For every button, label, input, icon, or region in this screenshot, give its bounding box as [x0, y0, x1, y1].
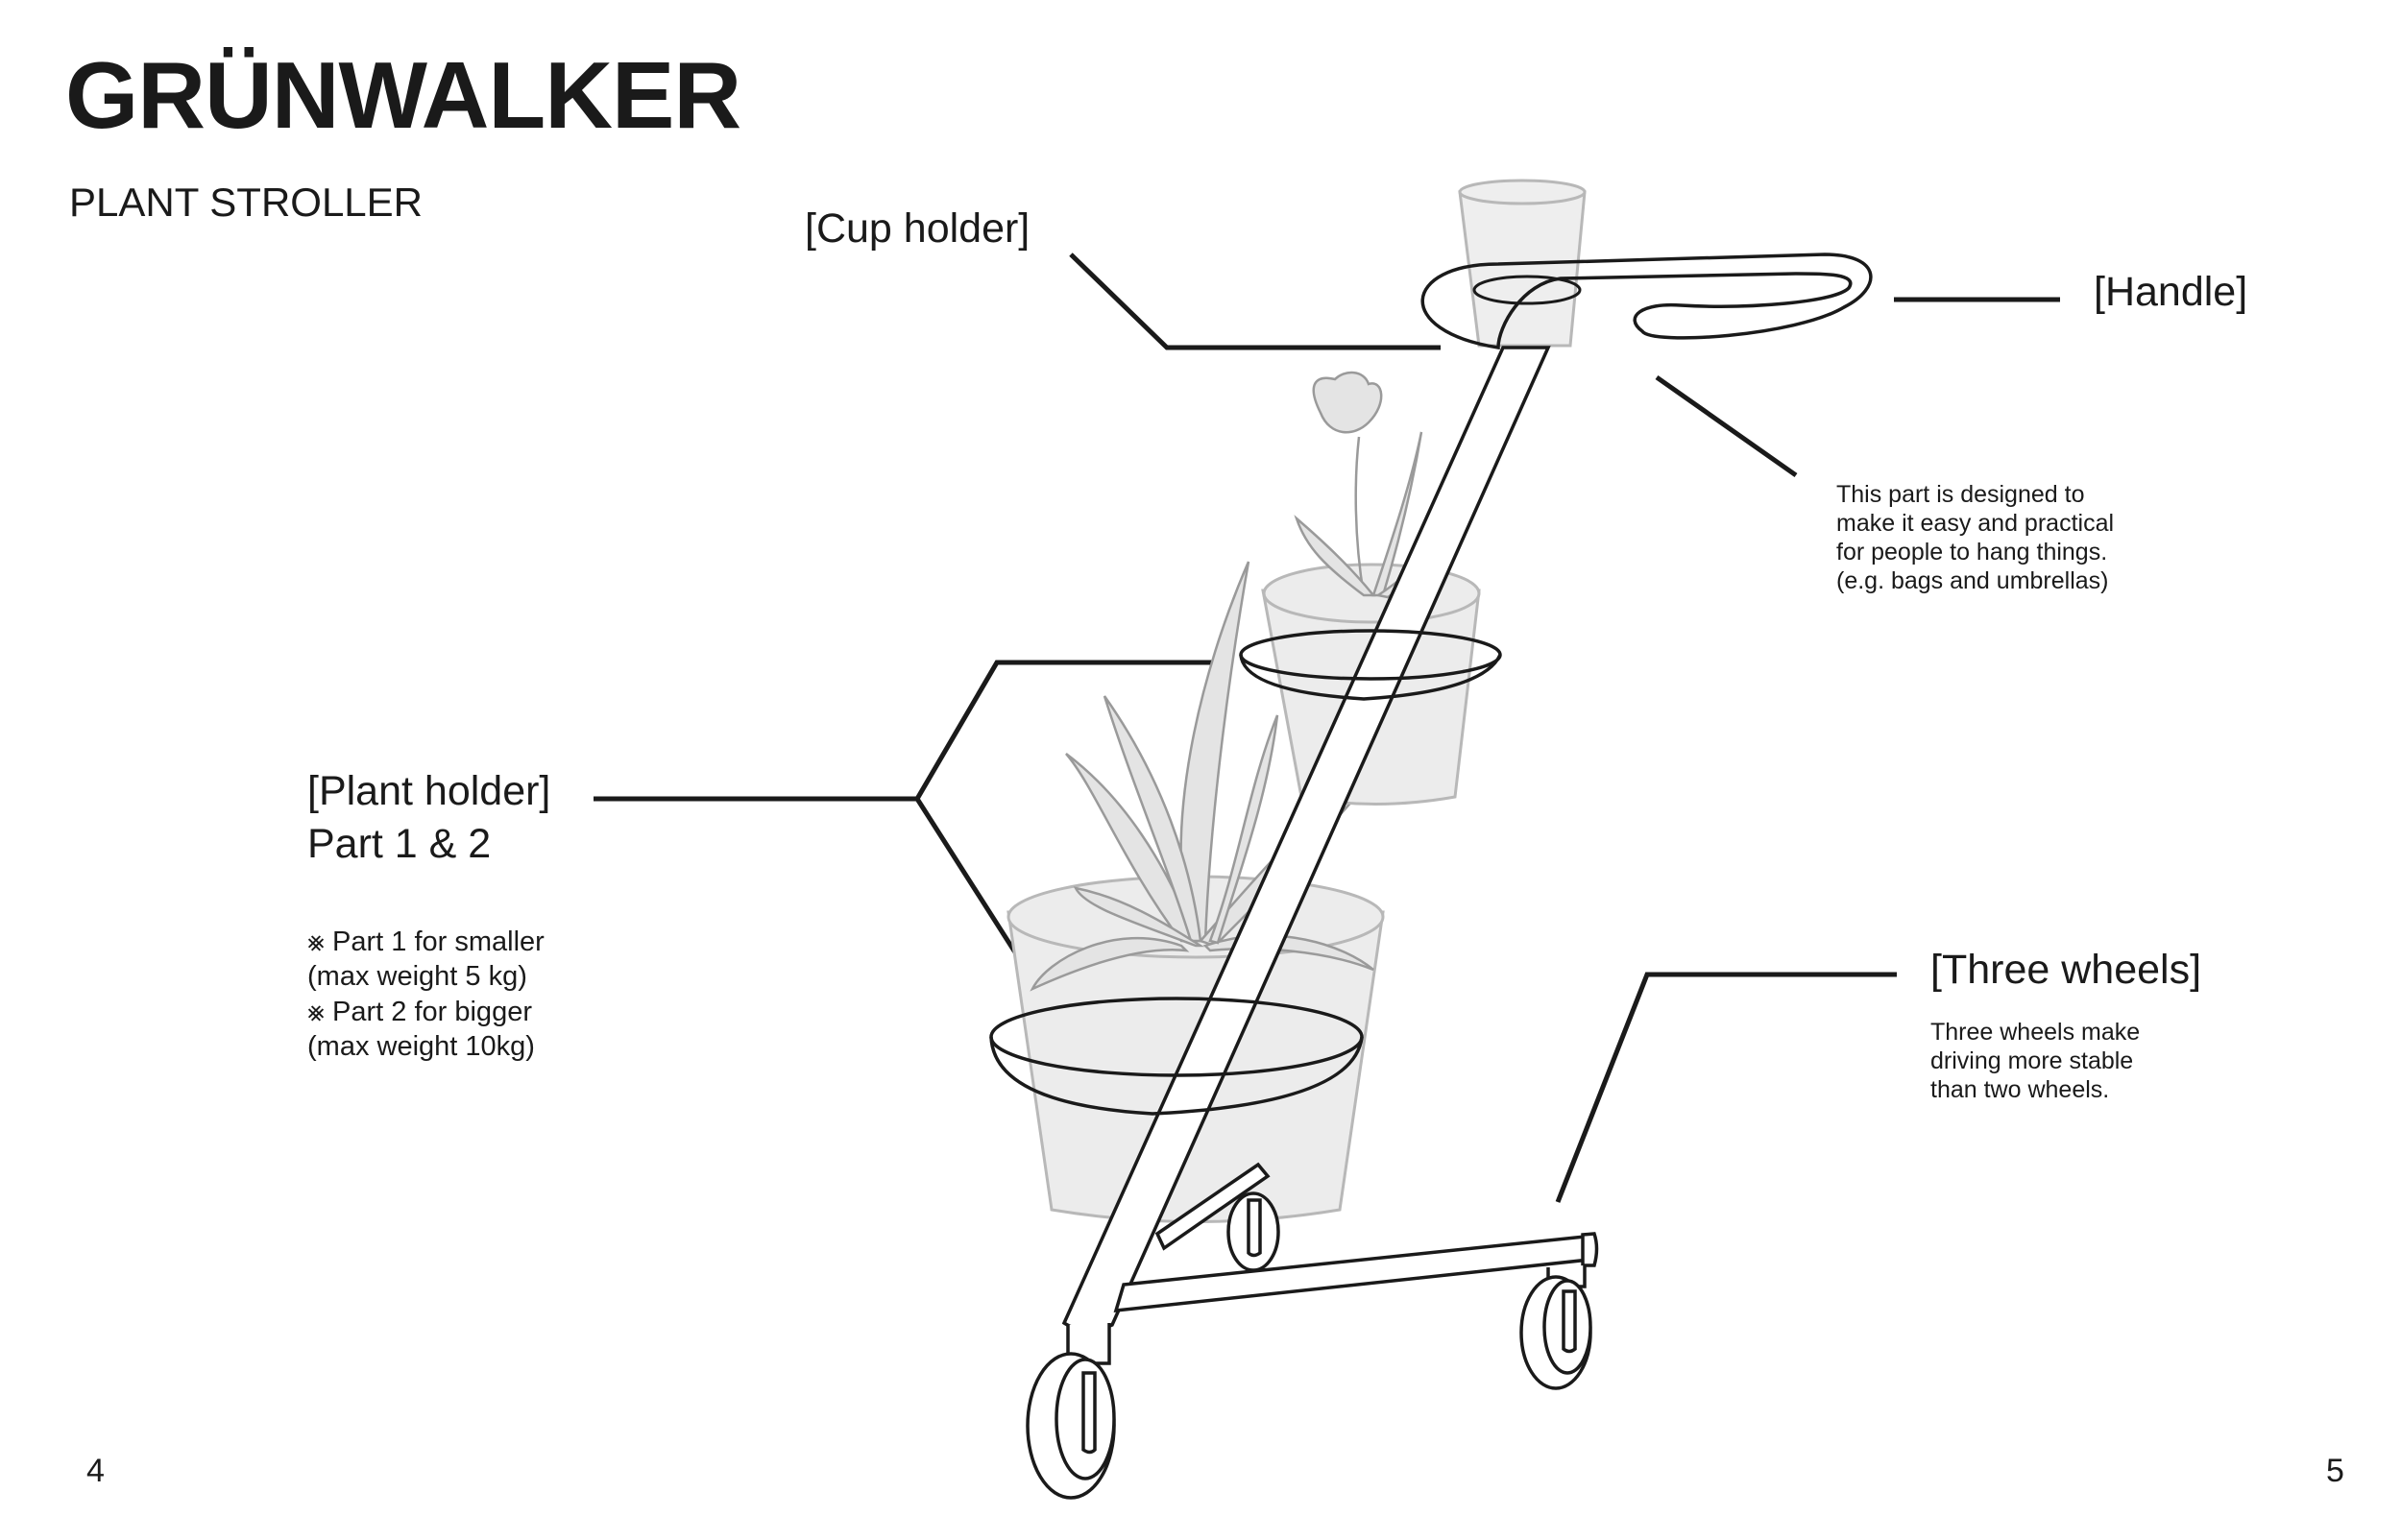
three-wheels-label: [Three wheels]: [1930, 947, 2202, 993]
plant-holder-leader: [594, 660, 1225, 802]
three-wheels-leader: [1555, 972, 1897, 1203]
page-number-left: 4: [86, 1453, 105, 1489]
plant-holder-note: ⨳ Part 1 for smaller (max weight 5 kg) ⨳…: [307, 926, 545, 1062]
page-title: GRÜNWALKER: [65, 42, 741, 148]
page-number-right: 5: [2326, 1453, 2344, 1489]
plant-holder-parts-label: Part 1 & 2: [307, 821, 492, 867]
handle-note: This part is designed to make it easy an…: [1836, 481, 2115, 594]
cup-ring: [1472, 275, 1582, 305]
plant-holder-label: [Plant holder]: [307, 768, 551, 814]
three-wheels-note: Three wheels make driving more stable th…: [1930, 1019, 2141, 1103]
handle-note-leader: [1655, 374, 1798, 478]
handle-loop: [1420, 253, 1873, 350]
page-subtitle: PLANT STROLLER: [69, 180, 424, 225]
cup-holder-leader: [1069, 253, 1441, 350]
rear-wheel-left: [1226, 1191, 1280, 1272]
handle-label: [Handle]: [2094, 269, 2248, 315]
rear-wheel-right: [1519, 1265, 1592, 1390]
cup-holder-label: [Cup holder]: [805, 205, 1031, 252]
front-wheel: [1026, 1323, 1116, 1500]
cup: [1458, 179, 1587, 348]
plant-holder-rings: [989, 629, 1502, 1116]
